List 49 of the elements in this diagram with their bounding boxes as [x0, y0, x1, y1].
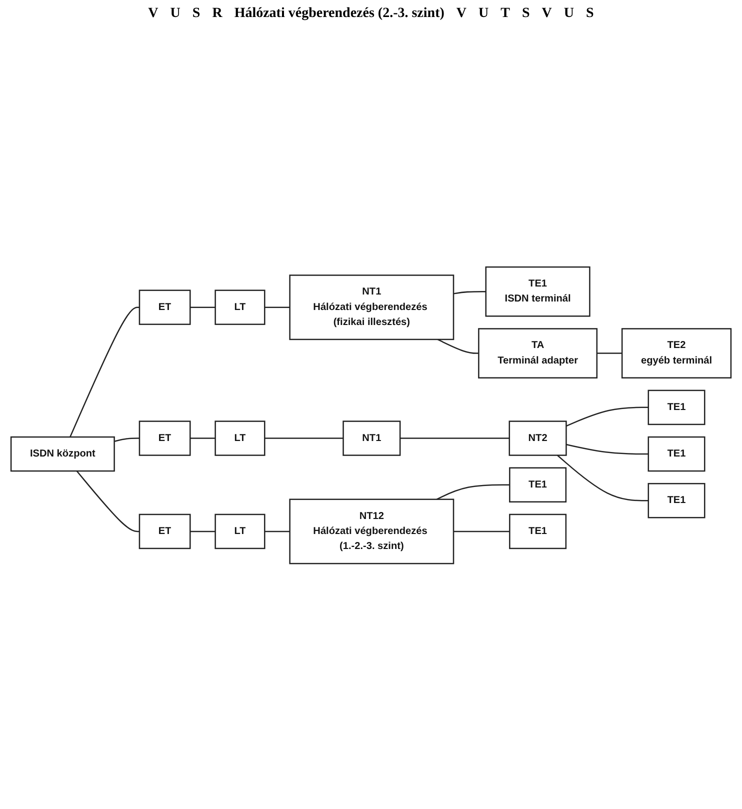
node-box: LT [214, 514, 266, 550]
reference-label: Hálózati végberendezés (2.-3. szint) [234, 6, 444, 22]
node-box: TA Terminál adapter [478, 328, 598, 379]
reference-label: V [456, 6, 467, 22]
connector [264, 438, 344, 440]
node-box: ET [138, 514, 191, 550]
node-box: TE1 [648, 390, 706, 426]
connector [76, 470, 140, 532]
reference-label: S [586, 6, 594, 22]
connector [566, 444, 648, 455]
reference-label: V [148, 6, 158, 22]
node-box: LT [214, 290, 266, 326]
node-box: LT [214, 420, 266, 456]
reference-label: T [500, 6, 510, 22]
node-box: TE1 ISDN terminál [485, 266, 590, 317]
connector [190, 306, 216, 308]
connector [437, 339, 479, 354]
node-box: NT2 [508, 420, 567, 456]
node-box: TE1 [509, 467, 567, 503]
connector [70, 306, 140, 438]
connector [453, 291, 486, 295]
connector [264, 306, 290, 308]
reference-label: R [212, 6, 222, 22]
node-box: NT12 Hálózati végberendezés (1.-2.-3. szint) [289, 498, 454, 564]
reference-label: U [478, 6, 489, 22]
connector [436, 484, 510, 500]
reference-label: U [170, 6, 180, 22]
reference-label: U [564, 6, 574, 22]
node-box: TE1 [648, 483, 706, 518]
node-box: TE1 [648, 436, 706, 472]
connector [264, 531, 290, 532]
connector [596, 352, 622, 354]
node-box: NT1 [342, 420, 401, 456]
connector [454, 531, 510, 532]
node-box: ISDN központ [10, 436, 115, 472]
connector [114, 438, 140, 442]
connector [400, 438, 510, 440]
node-box: NT1 Hálózati végberendezés (fizikai illesztés) [289, 274, 454, 340]
node-box: TE2 egyéb terminál [621, 328, 732, 379]
reference-label: V [542, 6, 552, 22]
node-box: ET [138, 420, 191, 456]
connector [190, 531, 216, 532]
reference-label: S [192, 6, 200, 22]
node-box: TE1 [509, 514, 567, 550]
connector [566, 407, 648, 427]
connector [190, 438, 216, 440]
reference-label: S [522, 6, 530, 22]
node-box: ET [138, 290, 191, 326]
connector [556, 455, 648, 502]
